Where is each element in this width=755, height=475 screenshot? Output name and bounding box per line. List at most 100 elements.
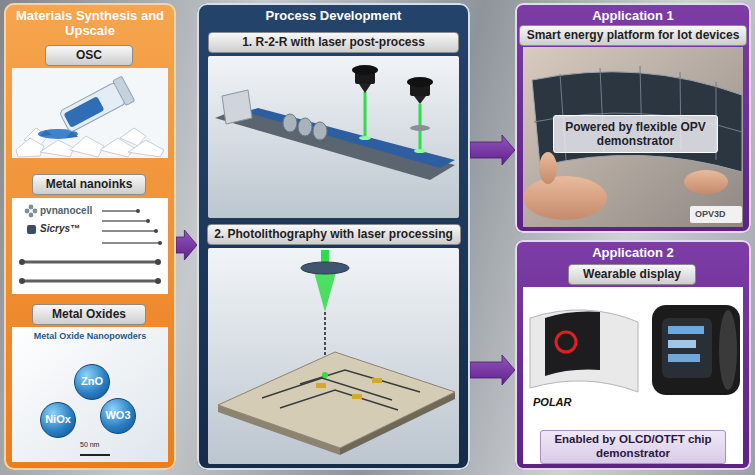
circuit-trace	[262, 378, 392, 400]
circuit-pad	[352, 394, 362, 399]
logo-icon	[25, 209, 30, 214]
ink-dot	[19, 278, 25, 284]
blue-crystal	[66, 131, 78, 138]
circuit-trace	[280, 390, 398, 410]
brand-logo: POLAR	[533, 396, 572, 409]
oxide-formula: WO3	[105, 409, 130, 422]
photo-ground	[523, 47, 743, 227]
coated-film	[245, 108, 455, 168]
flow-arrow	[470, 135, 515, 165]
ink-line	[102, 242, 160, 244]
screen-bar	[668, 340, 696, 348]
crystal	[16, 138, 44, 157]
hand	[523, 176, 607, 220]
laser-lens	[410, 125, 430, 131]
ink-dot	[158, 241, 162, 245]
ink-line	[102, 210, 138, 212]
scale-label: 50 nm	[80, 441, 99, 449]
oxide-particle: NiOx	[40, 402, 76, 438]
ink-line	[102, 230, 156, 232]
section-label-text: OSC	[76, 48, 102, 62]
watch-screen	[545, 312, 600, 376]
roller	[283, 114, 297, 132]
image-title: Metal Oxide Nanopowders	[12, 331, 168, 341]
laser-spot	[414, 149, 426, 153]
photo-ground	[12, 68, 168, 158]
caption-text: Powered by flexible OPV demonstrator	[560, 120, 711, 149]
panel-fill	[4, 3, 176, 470]
roller	[298, 118, 312, 136]
panel-fill	[515, 3, 751, 233]
oxide-particle: WO3	[100, 398, 136, 434]
laser-spot	[322, 372, 328, 378]
watch-screen	[662, 318, 712, 378]
section-label-text: Metal Oxides	[52, 307, 126, 321]
ink-line	[22, 261, 158, 264]
demonstrator-caption: Enabled by OLCD/OTFT chip demonstrator	[540, 430, 726, 464]
panel-title: Application 2	[523, 245, 743, 260]
coating-head	[222, 90, 252, 124]
photo-ground	[12, 327, 168, 462]
blue-crystal	[40, 130, 52, 136]
application-label-text: Wearable display	[583, 267, 681, 281]
application-panel: Application 2 Wearable displayEnabled by …	[515, 240, 751, 470]
panel-fill	[515, 240, 751, 470]
company-logo: OPV3D	[695, 209, 726, 219]
roller	[313, 122, 327, 140]
panel-title: Process Development	[209, 8, 459, 23]
glass-vial	[59, 82, 127, 133]
laser-beam	[314, 272, 336, 312]
process-illustration-ground	[208, 56, 459, 218]
company-logo: pvnanocell	[40, 205, 92, 217]
flow-arrow	[470, 355, 515, 385]
scale-bar	[80, 454, 110, 456]
section-label: Metal Oxides	[32, 304, 146, 325]
laser-head	[407, 77, 433, 87]
application-label: Wearable display	[568, 264, 696, 285]
crystal	[128, 140, 164, 157]
panel-fill	[197, 3, 470, 470]
logo-icon	[29, 213, 34, 218]
watch-band-inner	[719, 310, 737, 390]
flow-arrow	[176, 230, 197, 260]
flexible-opv-module	[532, 72, 742, 172]
photo-ground	[12, 198, 168, 294]
oxide-formula: NiOx	[45, 413, 71, 426]
panel-title: Materials Synthesis and Upscale	[15, 8, 165, 38]
hand	[684, 170, 728, 194]
laser-head	[352, 65, 378, 75]
laser-spot	[359, 136, 371, 140]
logo-ground	[690, 206, 742, 223]
application-label-text: Smart energy platform for Iot devices	[527, 28, 740, 42]
caption-text: Enabled by OLCD/OTFT chip demonstrator	[547, 433, 719, 461]
section-label: OSC	[45, 45, 133, 66]
logo-icon	[27, 225, 36, 234]
laser-lens	[301, 262, 349, 274]
ink-dot	[136, 209, 140, 213]
crystal	[100, 138, 134, 157]
process-step-text: 1. R-2-R with laser post-process	[242, 35, 425, 49]
process-illustration-ground	[208, 248, 459, 464]
crystal	[70, 136, 104, 157]
process-step-text: 2. Photolithography with laser processin…	[214, 227, 453, 241]
screen-ring	[556, 332, 576, 352]
demonstrator-caption: Powered by flexible OPV demonstrator	[553, 115, 718, 153]
vial-cap	[113, 76, 135, 105]
ink-dot	[146, 219, 150, 223]
crystal	[40, 140, 74, 157]
screen-bar	[668, 354, 700, 362]
ink-line	[22, 280, 158, 283]
process-panel: Process Development 1. R-2-R with laser p…	[197, 3, 470, 470]
process-step-label: 1. R-2-R with laser post-process	[208, 32, 459, 53]
circuit-pad	[316, 383, 326, 388]
ink-dot	[155, 278, 161, 284]
application-label: Smart energy platform for Iot devices	[519, 25, 747, 46]
ink-dot	[154, 229, 158, 233]
vial-content	[63, 96, 104, 128]
ink-dot	[155, 259, 161, 265]
oxide-formula: ZnO	[81, 375, 103, 388]
circuit-trace	[300, 370, 420, 392]
section-label-text: Metal nanoinks	[46, 177, 133, 191]
section-label: Metal nanoinks	[32, 174, 146, 195]
